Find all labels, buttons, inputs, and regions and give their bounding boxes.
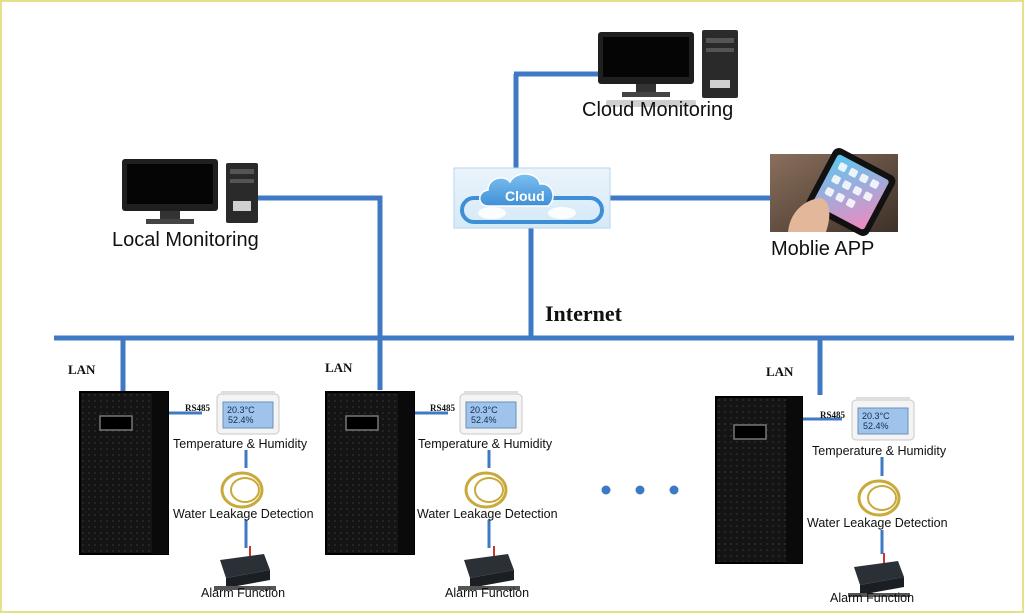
temp-humidity-label-1: Temperature & Humidity xyxy=(173,437,308,451)
temperature-humidity-sensor-2 xyxy=(459,391,523,435)
water-leakage-sensor-3 xyxy=(857,479,901,517)
sensor-temp-reading-2: 20.3°C xyxy=(470,405,498,415)
local-monitoring-computer-icon xyxy=(122,159,258,224)
more-sites-ellipsis xyxy=(601,485,679,495)
cloud-monitoring-label: Cloud Monitoring xyxy=(582,99,734,121)
alarm-function-label-3: Alarm Function xyxy=(830,591,915,605)
sensor-temp-reading-1: 20.3°C xyxy=(227,405,255,415)
cloud-icon xyxy=(453,167,611,229)
temperature-humidity-sensor-3 xyxy=(851,397,915,441)
server-cabinet-2 xyxy=(325,391,415,555)
mobile-app-photo xyxy=(770,148,898,236)
temperature-humidity-sensor-1 xyxy=(216,391,280,435)
rs485-label-1: RS485 xyxy=(185,403,211,413)
local-monitor-link xyxy=(258,195,383,390)
internet-label: Internet xyxy=(545,301,622,326)
lan-label-2: LAN xyxy=(325,360,353,375)
water-leakage-sensor-1 xyxy=(220,471,264,509)
rs485-label-2: RS485 xyxy=(430,403,456,413)
sensor-humidity-reading-1: 52.4% xyxy=(228,415,254,425)
rs485-label-3: RS485 xyxy=(820,410,846,420)
alarm-device-2 xyxy=(458,546,520,590)
alarm-function-label-1: Alarm Function xyxy=(201,586,286,600)
water-leakage-label-2: Water Leakage Detection xyxy=(417,507,558,521)
alarm-function-label-2: Alarm Function xyxy=(445,586,530,600)
server-cabinet-3 xyxy=(715,396,803,564)
sensor-humidity-reading-2: 52.4% xyxy=(471,415,497,425)
cloud-monitoring-computer-icon xyxy=(598,30,738,107)
lan-label-3: LAN xyxy=(766,364,794,379)
network-links xyxy=(54,71,1014,554)
lan-label-1: LAN xyxy=(68,362,96,377)
alarm-device-3 xyxy=(848,553,910,597)
temp-humidity-label-2: Temperature & Humidity xyxy=(418,437,553,451)
water-leakage-label-1: Water Leakage Detection xyxy=(173,507,314,521)
mobile-app-label: Moblie APP xyxy=(771,238,875,260)
sensor-humidity-reading-3: 52.4% xyxy=(863,421,889,431)
water-leakage-sensor-2 xyxy=(464,471,508,509)
water-leakage-label-3: Water Leakage Detection xyxy=(807,516,948,530)
sensor-temp-reading-3: 20.3°C xyxy=(862,411,890,421)
server-cabinet-1 xyxy=(79,391,169,555)
local-monitoring-label: Local Monitoring xyxy=(112,229,259,251)
alarm-device-1 xyxy=(214,546,276,590)
temp-humidity-label-3: Temperature & Humidity xyxy=(812,444,947,458)
cloud-label: Cloud xyxy=(505,188,545,204)
